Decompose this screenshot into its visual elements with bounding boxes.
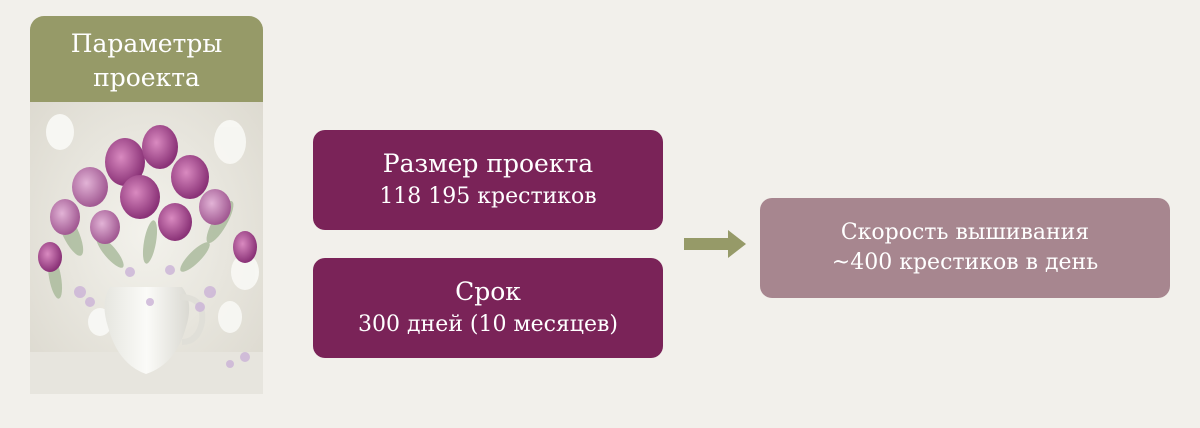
card-title-line1: Параметры bbox=[70, 29, 223, 58]
embroidery-speed-title: Скорость вышивания bbox=[840, 220, 1090, 245]
project-size-title: Размер проекта bbox=[382, 149, 594, 178]
card-title-line2: проекта bbox=[93, 63, 200, 92]
card-header: Параметры проекта bbox=[30, 16, 263, 102]
embroidery-speed-box: Скорость вышивания ~400 крестиков в день bbox=[760, 198, 1170, 298]
project-size-value: 118 195 крестиков bbox=[379, 184, 597, 209]
project-term-box: Срок 300 дней (10 месяцев) bbox=[313, 258, 663, 358]
embroidery-speed-value: ~400 крестиков в день bbox=[831, 250, 1099, 275]
arrow-right-icon bbox=[684, 230, 746, 258]
project-term-title: Срок bbox=[455, 277, 521, 306]
project-parameters-card: Параметры проекта bbox=[30, 16, 263, 394]
project-size-box: Размер проекта 118 195 крестиков bbox=[313, 130, 663, 230]
flower-bouquet-image bbox=[30, 102, 263, 394]
project-term-value: 300 дней (10 месяцев) bbox=[358, 312, 618, 337]
